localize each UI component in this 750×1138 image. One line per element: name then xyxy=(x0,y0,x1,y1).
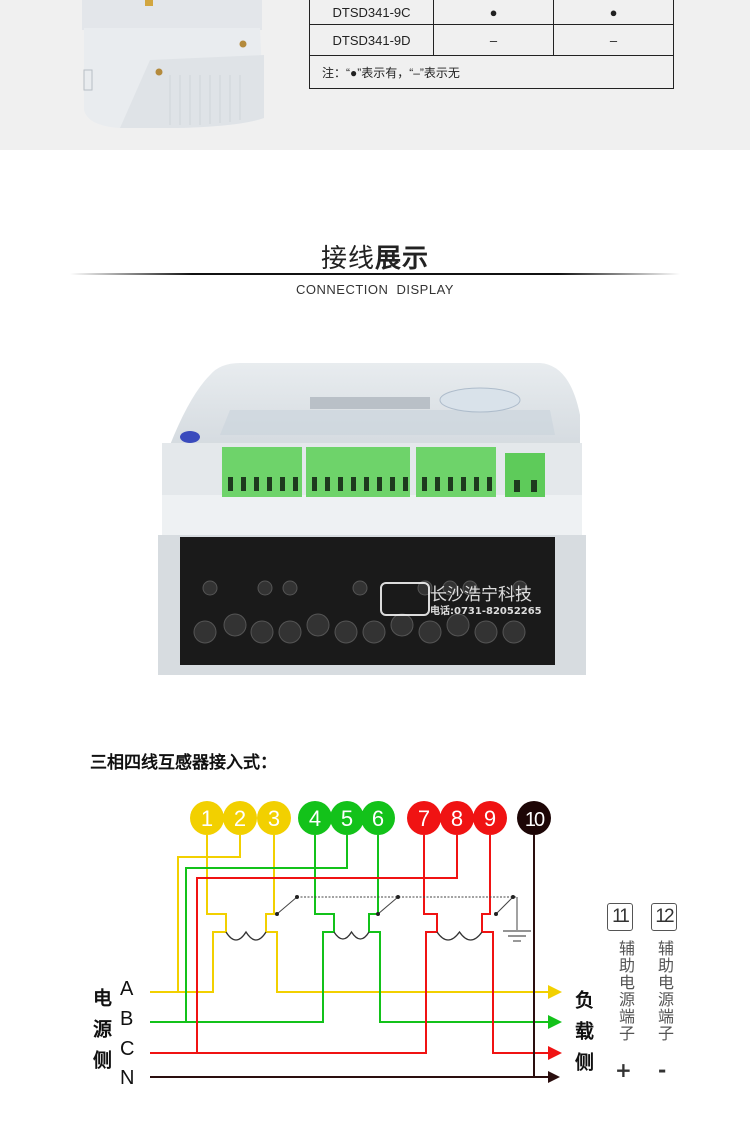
phase-label-n: N xyxy=(120,1067,135,1089)
terminal-number: 8 xyxy=(451,806,463,831)
phase-label-a: A xyxy=(120,978,134,1000)
load-arrows xyxy=(548,985,562,1083)
terminal-3: 3 xyxy=(257,801,291,835)
terminal-6: 6 xyxy=(361,801,395,835)
spec-table: DTSD341-9C ● ● DTSD341-9D – – 注：“●”表示有，“… xyxy=(309,0,674,89)
arrow-a-icon xyxy=(548,985,562,999)
watermark-company: 长沙浩宁科技 xyxy=(430,585,532,605)
watermark-phone: 电话:0731-82052265 xyxy=(430,606,542,617)
aux-terminal-12-sign: - xyxy=(658,1058,667,1082)
table-row: DTSD341-9D – – xyxy=(309,24,674,56)
aux-terminal-12: 12 xyxy=(651,903,677,931)
source-side-label: 电源侧 xyxy=(90,988,112,1081)
table-note-row: 注：“●”表示有，“–”表示无 xyxy=(309,55,674,89)
feature-cell: ● xyxy=(433,0,554,25)
current-transformer-coils xyxy=(225,930,483,941)
switch-dots xyxy=(275,895,515,916)
heading-part1: 接线 xyxy=(320,244,375,274)
terminal-circle xyxy=(440,801,474,835)
section-heading: 接线展示 xyxy=(0,238,750,275)
terminal-7: 7 xyxy=(407,801,441,835)
feature-cell: ● xyxy=(553,0,674,25)
terminal-circle xyxy=(257,801,291,835)
terminal-8: 8 xyxy=(440,801,474,835)
terminal-number: 2 xyxy=(234,806,246,831)
terminal-number: 3 xyxy=(268,806,280,831)
arrow-n-icon xyxy=(548,1071,560,1083)
heading-part2: 展示 xyxy=(375,244,430,274)
diagram-title: 三相四线互感器接入式： xyxy=(90,753,277,773)
terminal-circle xyxy=(223,801,257,835)
table-row: DTSD341-9C ● ● xyxy=(309,0,674,25)
terminal-number: 6 xyxy=(372,806,384,831)
terminal-10: 10 xyxy=(517,801,551,835)
aux-terminal-11-label: 辅助电源端子 xyxy=(616,940,635,1042)
green-terminal-blocks xyxy=(222,447,545,497)
aux-terminal-12-label: 辅助电源端子 xyxy=(655,940,674,1042)
terminal-9: 9 xyxy=(473,801,507,835)
terminal-circle xyxy=(298,801,332,835)
terminal-circle xyxy=(407,801,441,835)
ground-icon xyxy=(503,930,531,942)
section-subtitle: CONNECTION DISPLAY xyxy=(296,282,454,297)
phase-label-b: B xyxy=(120,1008,134,1030)
model-cell: DTSD341-9C xyxy=(309,0,434,25)
phase-a-wires xyxy=(150,835,548,993)
phase-b-wires xyxy=(150,835,548,1023)
terminal-number: 10 xyxy=(525,809,545,831)
meter-product-image xyxy=(82,0,264,128)
phase-c-wires xyxy=(150,835,548,1054)
aux-terminal-11: 11 xyxy=(607,903,633,931)
arrow-c-icon xyxy=(548,1046,562,1060)
feature-cell: – xyxy=(553,24,674,56)
phase-label-c: C xyxy=(120,1038,135,1060)
terminal-circle xyxy=(473,801,507,835)
terminal-number: 1 xyxy=(201,806,213,831)
aux-terminal-11-sign: + xyxy=(615,1058,632,1082)
terminal-4: 4 xyxy=(298,801,332,835)
table-note: 注：“●”表示有，“–”表示无 xyxy=(309,55,674,89)
terminal-number: 7 xyxy=(418,806,430,831)
product-spec-section: DTSD341-9C ● ● DTSD341-9D – – 注：“●”表示有，“… xyxy=(0,0,750,150)
terminal-number: 4 xyxy=(309,806,321,831)
feature-cell: – xyxy=(433,24,554,56)
load-side-label: 负载侧 xyxy=(572,990,594,1083)
shorting-switches xyxy=(276,896,518,930)
terminal-circle xyxy=(330,801,364,835)
model-cell: DTSD341-9D xyxy=(309,24,434,56)
terminal-circle xyxy=(190,801,224,835)
terminal-circle xyxy=(517,801,551,835)
meter-terminal-photo xyxy=(158,363,586,675)
terminal-2: 2 xyxy=(223,801,257,835)
arrow-b-icon xyxy=(548,1015,562,1029)
terminal-number: 5 xyxy=(341,806,353,831)
terminal-1: 1 xyxy=(190,801,224,835)
terminal-number: 9 xyxy=(484,806,496,831)
black-terminal-block xyxy=(180,537,555,665)
heading-divider xyxy=(70,273,680,275)
terminal-5: 5 xyxy=(330,801,364,835)
watermark-logo xyxy=(380,582,430,616)
neutral-wire xyxy=(150,835,548,1078)
terminal-circle xyxy=(361,801,395,835)
